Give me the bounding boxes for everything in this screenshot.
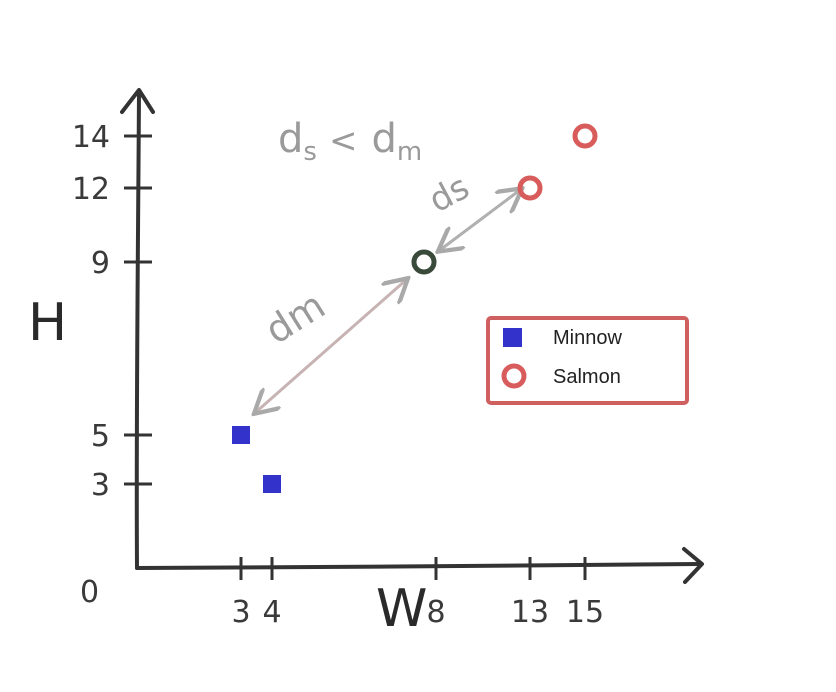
salmon-point xyxy=(572,123,598,149)
x-tick-label: 4 xyxy=(262,595,281,630)
data-points xyxy=(232,123,598,493)
x-tick-label: 15 xyxy=(566,595,604,630)
x-axis-arrowhead xyxy=(682,547,704,584)
ds-label: ds xyxy=(422,167,475,221)
svg-text:ds<dm: ds<dm xyxy=(278,116,422,167)
minnow-point xyxy=(263,475,281,493)
ds-arrow xyxy=(440,190,520,250)
legend: Minnow Salmon xyxy=(486,316,689,405)
dm-label: dm xyxy=(257,283,332,353)
minnow-point xyxy=(232,426,250,444)
y-tick-label: 12 xyxy=(72,172,110,207)
x-tick-label: 8 xyxy=(426,595,445,630)
y-tick-label: 3 xyxy=(91,468,110,503)
y-ticks: 3 5 9 12 14 xyxy=(72,120,152,503)
legend-box xyxy=(486,316,689,405)
inequality-op: < xyxy=(329,121,358,161)
x-tick-label: 3 xyxy=(231,595,250,630)
x-tick-label: 13 xyxy=(511,595,549,630)
axes xyxy=(120,88,704,584)
y-axis-title: H xyxy=(28,293,67,353)
x-axis-line xyxy=(135,562,702,570)
x-axis-title: W xyxy=(376,579,427,639)
y-tick-label: 5 xyxy=(91,419,110,454)
legend-minnow-label: Minnow xyxy=(553,327,622,349)
y-axis-line xyxy=(134,90,141,570)
legend-minnow-marker xyxy=(503,328,522,347)
y-tick-label: 14 xyxy=(72,120,110,155)
y-axis-arrowhead xyxy=(120,88,155,114)
inequality-rhs-sub: m xyxy=(397,137,422,167)
inequality-lhs-sub: s xyxy=(303,137,317,167)
inequality-lhs: d xyxy=(278,116,303,162)
dm-arrow xyxy=(256,280,406,412)
legend-salmon-marker xyxy=(501,363,527,389)
origin-label: 0 xyxy=(80,575,99,610)
distance-inequality: ds<dm xyxy=(278,116,422,167)
salmon-point xyxy=(517,175,543,201)
query-point xyxy=(411,249,437,275)
legend-salmon-label: Salmon xyxy=(553,366,621,388)
y-tick-label: 9 xyxy=(91,246,110,281)
inequality-rhs: d xyxy=(371,116,396,162)
